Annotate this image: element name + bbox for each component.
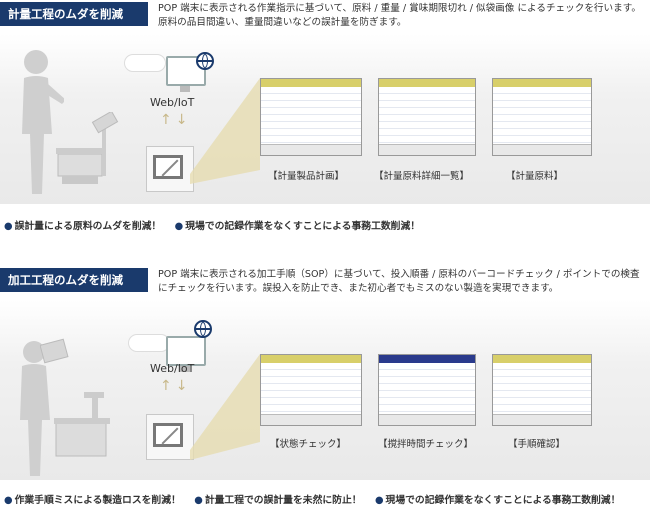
computer-monitor-icon	[166, 336, 206, 372]
worker-figure	[22, 50, 64, 194]
terminal-screen-icon	[153, 155, 183, 179]
pop-terminal	[146, 414, 194, 460]
section-description: POP 端末に表示される加工手順（SOP）に基づいて、投入順番 / 原料のバーコ…	[158, 269, 640, 294]
bullet-icon: ●	[4, 221, 13, 232]
sync-arrows-icon: ↑↓	[160, 378, 192, 394]
section-description: POP 端末に表示される作業指示に基づいて、原料 / 重量 / 賞味期限切れ /…	[158, 3, 641, 28]
screen-weighing-ingredient	[492, 78, 592, 156]
benefit-item: 誤計量による原料のムダを削減！	[14, 221, 162, 232]
mixer-figure	[54, 392, 110, 457]
benefit-item: 作業手順ミスによる製造ロスを削減！	[14, 495, 181, 506]
worker-figure	[20, 341, 50, 476]
benefit-item: 現場での記録作業をなくすことによる事務工数削減！	[385, 495, 621, 506]
projection-beam	[190, 354, 260, 460]
screen-ingredient-detail-list	[378, 78, 476, 156]
bullet-icon: ●	[194, 495, 203, 506]
benefit-list: ●作業手順ミスによる製造ロスを削減！ ●計量工程での誤計量を未然に防止！ ●現場…	[4, 492, 630, 506]
section-title: 加工工程のムダを削減	[0, 268, 148, 292]
scale-figure	[56, 148, 106, 184]
cloud-icon	[128, 334, 170, 352]
globe-icon	[194, 320, 212, 338]
benefit-item: 計量工程での誤計量を未然に防止！	[204, 495, 362, 506]
illustration-area: Web/IoT ↑↓ 【計量製品計画】 【計量原料詳細一覧】 【計量原料】	[0, 34, 650, 204]
screen-weighing-plan	[260, 78, 362, 156]
globe-icon	[196, 52, 214, 70]
screen-caption: 【計量原料】	[506, 171, 564, 182]
bullet-icon: ●	[374, 495, 384, 506]
bullet-icon: ●	[4, 495, 13, 506]
section-title: 計量工程のムダを削減	[0, 2, 148, 26]
bullet-icon: ●	[174, 221, 184, 232]
scale-stand	[91, 112, 119, 176]
network-label: Web/IoT	[150, 96, 195, 109]
screen-caption: 【手順確認】	[508, 439, 566, 450]
box-figure	[40, 338, 69, 364]
screen-status-check	[260, 354, 362, 426]
section-processing: 加工工程のムダを削減 POP 端末に表示される加工手順（SOP）に基づいて、投入…	[0, 266, 650, 508]
screen-caption: 【計量原料詳細一覧】	[374, 171, 470, 182]
section-weighing: 計量工程のムダを削減 POP 端末に表示される作業指示に基づいて、原料 / 重量…	[0, 0, 650, 245]
network-label: Web/IoT	[150, 362, 195, 375]
screen-caption: 【計量製品計画】	[268, 171, 345, 182]
benefit-item: 現場での記録作業をなくすことによる事務工数削減！	[185, 221, 421, 232]
terminal-screen-icon	[153, 423, 183, 447]
cloud-icon	[124, 54, 166, 72]
screen-caption: 【撹拌時間チェック】	[378, 439, 474, 450]
screen-procedure-confirmation	[492, 354, 592, 426]
benefit-list: ●誤計量による原料のムダを削減！ ●現場での記録作業をなくすことによる事務工数削…	[4, 218, 430, 232]
screen-mixing-time-check	[378, 354, 476, 426]
sync-arrows-icon: ↑↓	[160, 112, 192, 128]
projection-beam	[190, 78, 260, 184]
pop-terminal	[146, 146, 194, 192]
screen-caption: 【状態チェック】	[270, 439, 347, 450]
illustration-area: Web/IoT ↑↓ 【状態チェック】 【撹拌時間チェック】 【手順確認】	[0, 300, 650, 480]
